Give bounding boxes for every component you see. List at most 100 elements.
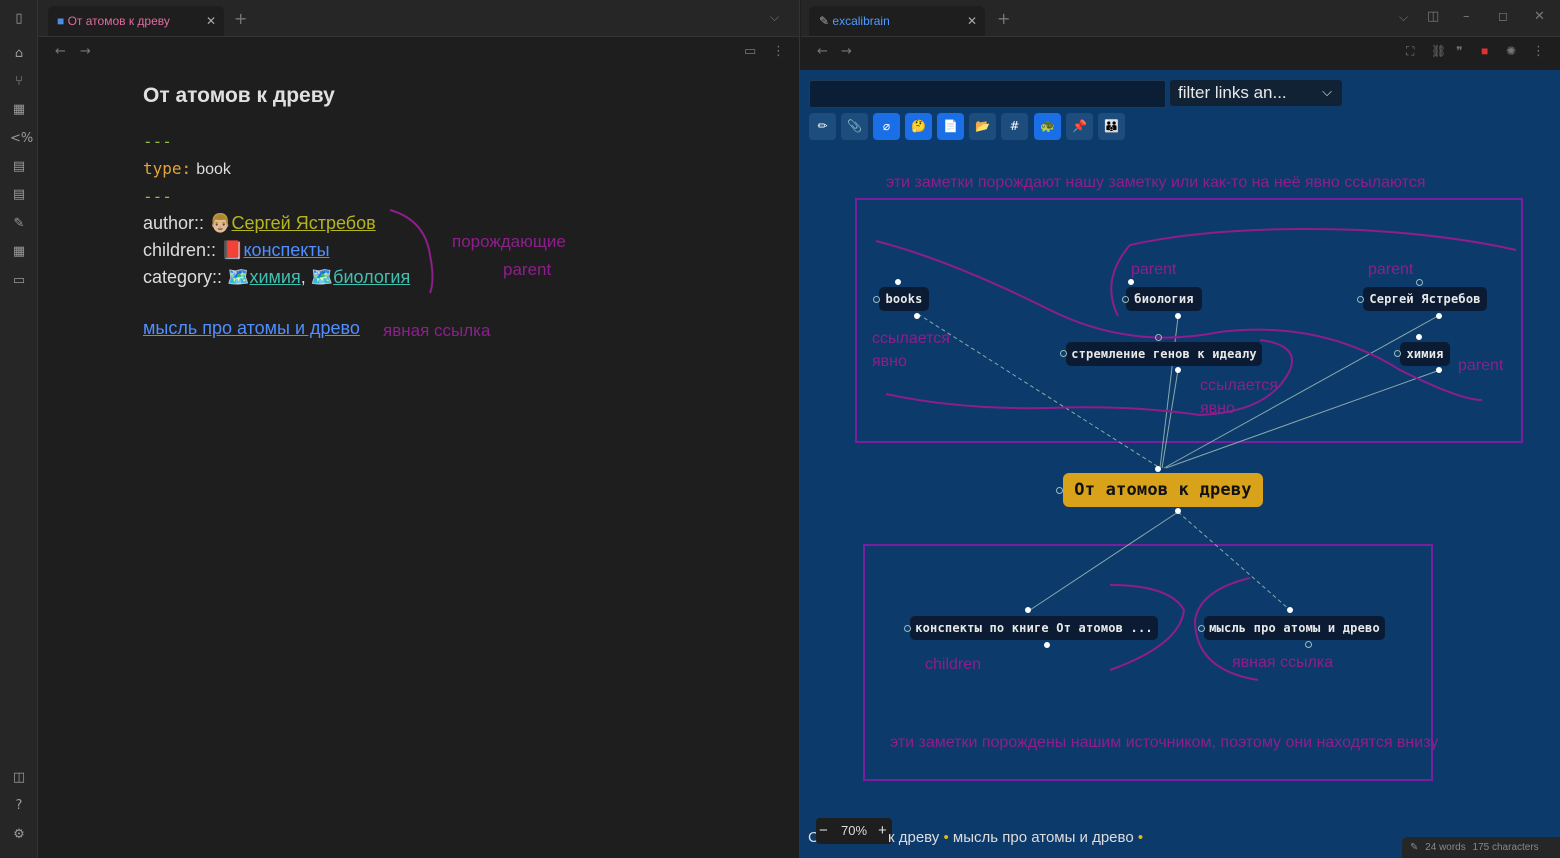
tab-note[interactable]: ■ От атомов к древу ✕ — [48, 6, 224, 36]
more-options-icon[interactable]: ⋮ — [772, 44, 785, 59]
back-icon[interactable]: ← — [817, 44, 828, 59]
pen-icon[interactable]: ✎ — [13, 216, 25, 231]
category-emoji-1: 🗺️ — [227, 267, 250, 287]
node-chemistry[interactable]: химия — [1400, 342, 1450, 366]
annotation-generating: порождающие — [452, 232, 566, 251]
annotation-parent-biology: parent — [1131, 261, 1177, 278]
chevron-down-icon: ⌵ — [1322, 85, 1332, 100]
more-options-icon[interactable]: ⋮ — [1532, 44, 1545, 59]
sidebar-toggle-icon[interactable]: ▯ — [15, 11, 23, 26]
node-author[interactable]: Сергей Ястребов — [1363, 287, 1487, 311]
chevron-down-icon[interactable]: ⌵ — [1399, 10, 1409, 24]
minimize-icon[interactable]: – — [1463, 9, 1470, 24]
close-icon[interactable]: ✕ — [205, 14, 216, 28]
forward-icon[interactable]: → — [841, 44, 852, 59]
node-author-dot — [1436, 313, 1442, 319]
new-tab-icon[interactable]: + — [997, 9, 1011, 28]
maximize-icon[interactable]: ◻ — [1498, 9, 1508, 23]
node-genes[interactable]: стремление генов к идеалу — [1066, 342, 1262, 366]
prop-type-key: type: — [143, 159, 192, 178]
toolbar-folders-button[interactable]: 📂 — [969, 113, 996, 140]
excalibrain-canvas[interactable] — [800, 0, 1560, 858]
brain-icon[interactable]: ✺ — [1506, 44, 1517, 58]
node-summary-dot — [1025, 607, 1031, 613]
category-link-chemistry[interactable]: химия — [249, 267, 301, 287]
node-summary[interactable]: конспекты по книге От атомов ... — [910, 616, 1158, 640]
breadcrumb-cut: С — [808, 829, 819, 846]
quote-icon[interactable]: ❞ — [1456, 44, 1463, 58]
split-view-icon[interactable]: ◫ — [1427, 9, 1440, 24]
annotation-children: children — [925, 656, 982, 673]
calendar-icon[interactable]: ▦ — [12, 244, 26, 259]
toolbar-tags-button[interactable]: # — [1001, 113, 1028, 140]
toolbar-pin-button[interactable]: 📌 — [1066, 113, 1093, 140]
close-window-icon[interactable]: ✕ — [1534, 9, 1545, 24]
annotation-ref1-b: явно — [872, 353, 907, 370]
template-icon[interactable]: <% — [10, 131, 34, 146]
toolbar-inferred-button[interactable]: 🤔 — [905, 113, 932, 140]
new-tab-icon[interactable]: + — [234, 9, 248, 28]
toolbar-compact-button[interactable]: 🐢 — [1034, 113, 1061, 140]
author-link[interactable]: Сергей Ястребов — [231, 213, 376, 233]
node-thought[interactable]: мысль про атомы и древо — [1204, 616, 1385, 640]
prop-type-value[interactable]: book — [196, 161, 231, 178]
home-icon[interactable]: ⌂ — [14, 46, 24, 61]
node-biology-dot — [1175, 313, 1181, 319]
layout-icon-2[interactable]: ▤ — [12, 187, 26, 202]
back-icon[interactable]: ← — [55, 44, 66, 59]
tab-excalibrain[interactable]: ✎ excalibrain ✕ — [809, 6, 985, 36]
link-icon[interactable]: ⛓ — [1431, 44, 1447, 58]
node-biology-ring — [1122, 296, 1129, 303]
fullscreen-icon[interactable]: ⛶ — [1406, 44, 1415, 58]
forward-icon[interactable]: → — [80, 44, 91, 59]
tab-title: От атомов к древу — [67, 14, 170, 28]
breadcrumb-sep-icon: • — [1137, 829, 1144, 846]
layout-icon[interactable]: ▤ — [12, 159, 26, 174]
toolbar-edit-button[interactable]: ✏ — [809, 113, 836, 140]
graph-icon[interactable]: ⑂ — [15, 74, 23, 89]
breadcrumb-sep-icon: • — [943, 829, 949, 846]
children-link[interactable]: конспекты — [243, 240, 330, 260]
save-icon[interactable]: ■ — [1481, 44, 1489, 58]
breadcrumb-item[interactable]: к древу — [888, 829, 940, 846]
node-thought-ring — [1198, 625, 1205, 632]
annotation-ref2-a: ссылается — [1200, 377, 1278, 394]
left-ribbon: ▯ ⌂ ⑂ ▦ <% ▤ ▤ ✎ ▦ ▭ ◫ ? ⚙ — [0, 0, 38, 858]
frontmatter-close: --- — [143, 187, 172, 206]
filter-select-value: filter links an... — [1178, 83, 1287, 102]
help-icon[interactable]: ? — [15, 798, 23, 813]
toolbar-attachments-button[interactable]: 📎 — [841, 113, 868, 140]
author-key: author:: — [143, 213, 205, 233]
node-genes-ring — [1155, 334, 1162, 341]
vault-icon[interactable]: ◫ — [12, 770, 26, 785]
reading-view-icon[interactable]: ▭ — [744, 44, 757, 59]
node-center-dot — [1175, 508, 1181, 514]
grid-icon[interactable]: ▦ — [12, 102, 26, 117]
node-books[interactable]: books — [879, 287, 929, 311]
node-center-dot — [1155, 466, 1161, 472]
category-link-biology[interactable]: биология — [333, 267, 411, 287]
zoom-in-button[interactable]: + — [878, 822, 887, 839]
chevron-down-icon[interactable]: ⌵ — [770, 10, 780, 24]
node-biology[interactable]: биология — [1126, 287, 1202, 311]
search-input[interactable] — [809, 80, 1166, 108]
children-key: children:: — [143, 240, 217, 260]
explicit-link[interactable]: мысль про атомы и древо — [143, 318, 360, 338]
frontmatter-open: --- — [143, 132, 172, 151]
slides-icon[interactable]: ▭ — [12, 273, 26, 288]
toolbar-pages-button[interactable]: 📄 — [937, 113, 964, 140]
node-genes-ring — [1060, 350, 1067, 357]
breadcrumb-item[interactable]: мысль про атомы и древо — [952, 829, 1134, 846]
tab-title-excalibrain: excalibrain — [832, 14, 890, 28]
node-center[interactable]: От атомов к древу — [1063, 473, 1263, 507]
toolbar-virtual-button[interactable]: ⌀ — [873, 113, 900, 140]
zoom-out-button[interactable]: − — [819, 822, 828, 839]
toolbar-siblings-button[interactable]: 👪 — [1098, 113, 1125, 140]
node-thought-dot — [1287, 607, 1293, 613]
node-genes-dot — [1175, 367, 1181, 373]
filter-select[interactable]: filter links an... ⌵ — [1170, 80, 1342, 106]
settings-icon[interactable]: ⚙ — [13, 827, 25, 842]
zoom-level: 70% — [841, 823, 868, 838]
close-icon[interactable]: ✕ — [966, 14, 977, 28]
node-summary-ring — [904, 625, 911, 632]
